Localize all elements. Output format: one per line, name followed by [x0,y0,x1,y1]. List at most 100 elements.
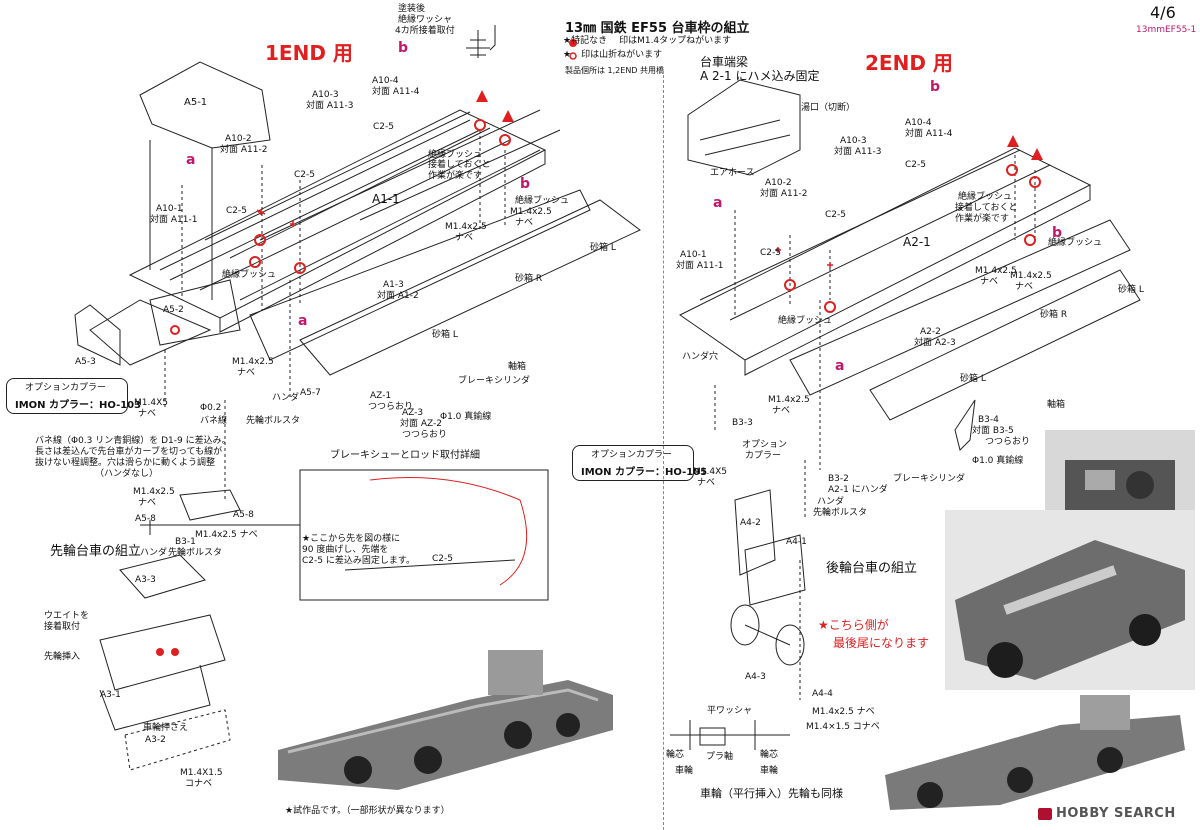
label-spring: バネ線 [200,416,228,426]
label-a5-2: A5-2 [163,305,184,315]
rear-end-note-1: ★こちら側が [818,618,889,632]
label-r-a10-4b: 対面 A11-4 [905,129,953,139]
page-number: 4/6 [1150,3,1176,22]
label-a10-1b: 対面 A11-1 [150,215,198,225]
label-handa-ana: ハンダ穴 [682,352,719,362]
label-axle: 軸箱 [508,362,527,372]
label-r-c2-5b: C2-5 [825,210,846,220]
top-note-1: 塗装後 [398,4,426,14]
label-r-nabe: ナベ [697,478,716,488]
assy-press: 車輪押さえ [143,723,189,733]
label-r-m14x5: M1.4X5 [693,467,727,477]
label-r-c2-5c: C2-5 [760,248,781,258]
marker-a-1: a [186,152,196,168]
r-assy-a4-4: A4-4 [812,689,833,699]
label-a1-3: A1-3 [383,280,404,290]
label-r-handa: ハンダ [817,497,845,507]
label-b3-2: B3-2 [828,474,849,484]
end-beam-subtitle: A 2-1 にハメ込み固定 [700,69,820,83]
r-assy-washer: 平ワッシャ [707,706,753,716]
brake-detail-title: ブレーキシューとロッド取付詳細 [330,450,480,461]
brake-detail-box: ブレーキシューとロッド取付詳細 ★ここから先を図の様に 90 度曲げし、先端を … [292,450,550,604]
label-brake-1: ブレーキシリンダ [458,376,531,386]
label-az1b: つつらおり [368,402,414,412]
label-r-insul-2: 絶縁ブッシュ [1048,238,1103,248]
label-a10-3: A10-3 [312,90,339,100]
top-note-2: 絶縁ワッシャ [398,15,453,25]
coupler-model-left: IMON カプラー：HO-103 [15,400,142,411]
trailing-truck-title: 後輪台車の組立 [826,561,918,576]
assy-m14b: M1.4x2.5 ナベ [195,530,258,540]
marker-a-2: a [298,313,308,329]
r-assy-core-2: 輪芯 [760,750,779,760]
label-m14d: ナベ [455,233,474,243]
assy-m14a: M1.4x2.5 [133,487,175,497]
label-m14b: ナベ [515,218,534,228]
label-a2-1: A2-1 [903,235,931,249]
label-r-a10-2b: 対面 A11-2 [760,189,808,199]
label-bolster-1: 先輪ボルスタ [246,416,301,426]
label-c2-5c: C2-5 [226,206,247,216]
label-nabe: ナベ [138,409,157,419]
assy-handa: ハンダ [140,548,168,558]
label-a10-3b: 対面 A11-3 [306,101,354,111]
brake-detail-note-1: ★ここから先を図の様に [302,534,401,544]
label-r-wire: Φ1.0 真鍮線 [972,456,1024,466]
label-a10-4b: 対面 A11-4 [372,87,420,97]
assy-bolster: 先輪ボルスタ [168,548,223,558]
photo-caption: ★試作品です。（一部形状が異なります） [285,806,450,816]
label-r-a10-4: A10-4 [905,118,932,128]
label-sand-l-1: 砂箱 L [590,243,616,253]
photo-1end-truck [268,640,618,798]
title-1end: 1END 用 [265,41,353,65]
spring-note-3: 抜けない程調整。穴は滑らかに動くよう調整 [35,458,216,468]
assy-konabe: コナベ [185,779,213,789]
r-assy-core-1: 輪芯 [666,750,685,760]
label-az3: AZ-3 [402,408,424,418]
label-r-m14a: M1.4x2.5 [975,266,1017,276]
label-r-m14c: M1.4x2.5 [1010,271,1052,281]
label-sand-r: 砂箱 R [515,274,543,284]
rear-end-note-2: 最後尾になります [833,636,930,650]
label-r-a10-2: A10-2 [765,178,792,188]
label-bond-2: 作業が楽です [428,171,483,181]
label-r-m14b: ナベ [980,277,999,287]
assy-b3-1: B3-1 [175,537,196,547]
label-r-bolster: 先輪ボルスタ [813,508,868,518]
label-b3-2b: A2-1 にハンダ [828,485,888,495]
label-sand-l-2: 砂箱 L [432,330,458,340]
label-a1-1: A1-1 [372,192,400,206]
label-m14e: M1.4x2.5 [232,357,274,367]
label-r-insul-3: 絶縁ブッシュ [778,316,833,326]
label-r-insul-1: 絶縁ブッシュ [958,192,1013,202]
pilot-truck-title: 先輪台車の組立 [50,544,142,559]
label-opt-2: カプラー [745,451,782,461]
marker-a-4: a [835,358,845,374]
r-assy-m14b: M1.4×1.5 コナベ [806,722,880,732]
marker-a-3: a [713,195,723,211]
label-a2-2: A2-2 [920,327,941,337]
note-shared: 製品個所は 1,2END 共用橋 [565,66,665,75]
label-insul-3: 絶縁ブッシュ [222,270,277,280]
note-fold: ★印は山折ねがいます [563,50,663,60]
doc-id: 13mmEF55-1 [1136,25,1197,35]
center-divider [663,75,664,830]
label-phi02: Φ0.2 [200,403,222,413]
marker-b-1: b [398,40,409,56]
photo-2end-truck [880,695,1190,815]
label-b3-4: B3-4 [978,415,999,425]
spring-note-1: バネ線（Φ0.3 リン青銅線）を D1-9 に差込み。 [35,436,231,446]
photo-rear-truck [945,510,1195,690]
label-r-a10-1: A10-1 [680,250,707,260]
label-r-a10-1b: 対面 A11-1 [676,261,724,271]
assy-nabe: ナベ [138,498,157,508]
label-r-sand-l-2: 砂箱 L [960,374,986,384]
label-c2-5b: C2-5 [294,170,315,180]
label-r-brake: ブレーキシリンダ [893,474,966,484]
label-r-axle: 軸箱 [1047,400,1066,410]
label-az3c: つつらおり [402,430,448,440]
option-coupler-box-right: オプションカプラー IMON カプラー：HO-105 [572,445,707,481]
label-yuguchi: 湯口（切断） [801,103,856,113]
label-wire-1: Φ1.0 真鍮線 [440,412,492,422]
